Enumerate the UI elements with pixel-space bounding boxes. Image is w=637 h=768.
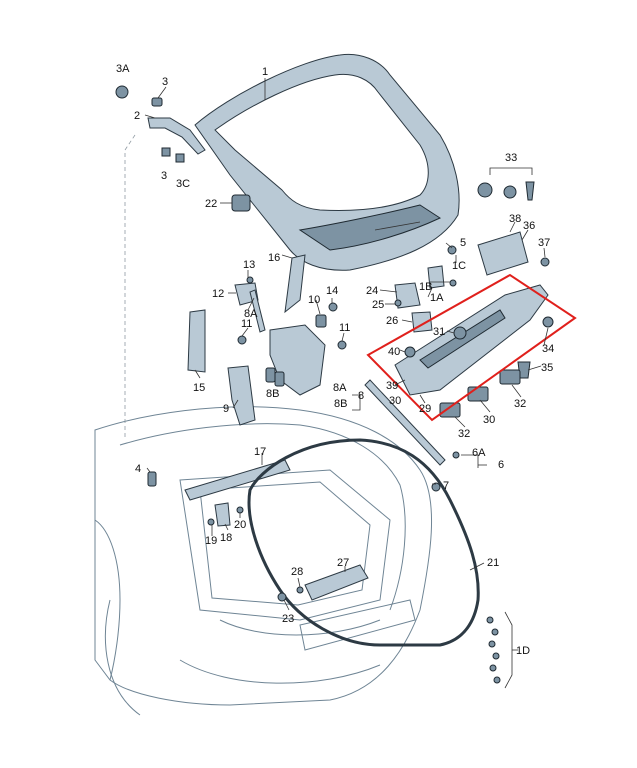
callout-37: 37 — [538, 237, 550, 249]
callout-36: 36 — [523, 220, 535, 232]
callout-40: 40 — [388, 346, 400, 358]
callout-22: 22 — [205, 198, 217, 210]
callout-29: 29 — [419, 403, 431, 415]
callout-38: 38 — [509, 213, 521, 225]
callout-1C: 1C — [452, 260, 466, 272]
latch-parts — [207, 502, 244, 527]
trim-cover-lower — [187, 309, 206, 373]
callout-8B-left: 8B — [266, 388, 279, 400]
highlighted-assembly — [394, 284, 554, 396]
part-1a — [427, 265, 445, 289]
callout-10: 10 — [308, 294, 320, 306]
bump-stop — [231, 194, 251, 212]
highlight-box — [366, 273, 577, 422]
tailgate — [194, 53, 460, 271]
callout-3C: 3C — [176, 178, 190, 190]
callout-9: 9 — [223, 403, 229, 415]
callout-1A: 1A — [430, 292, 444, 304]
phantom-line — [124, 134, 136, 440]
callout-3a: 3 — [162, 76, 168, 88]
callout-30a: 30 — [389, 395, 401, 407]
callout-15: 15 — [193, 382, 205, 394]
callout-8A-right: 8A — [333, 382, 347, 394]
callout-32b: 32 — [514, 398, 526, 410]
gas-strut-right — [364, 379, 446, 466]
callout-1B: 1B — [419, 281, 432, 293]
vehicle-body — [94, 406, 432, 716]
callout-30b: 30 — [483, 414, 495, 426]
callout-6A: 6A — [472, 447, 486, 459]
callout-39: 39 — [386, 380, 398, 392]
callout-18: 18 — [220, 532, 232, 544]
trim-cover-upper — [284, 254, 306, 314]
handle-part-9 — [227, 365, 256, 426]
callout-1: 1 — [262, 66, 268, 78]
callout-14: 14 — [326, 285, 338, 297]
lock-part-27 — [304, 564, 369, 601]
callout-27: 27 — [337, 557, 349, 569]
callout-4: 4 — [135, 463, 141, 475]
callout-25: 25 — [372, 299, 384, 311]
callout-6: 6 — [498, 459, 504, 471]
callout-31: 31 — [433, 326, 445, 338]
bolt-4 — [147, 471, 157, 487]
callout-17: 17 — [254, 446, 266, 458]
gas-strut-left — [249, 289, 266, 333]
callout-33: 33 — [505, 152, 517, 164]
callout-3A: 3A — [116, 63, 130, 75]
callout-1D: 1D — [516, 645, 530, 657]
callout-28: 28 — [291, 566, 303, 578]
callout-11a: 11 — [241, 318, 252, 330]
callout-labels: 1 2 3 3 3A 3C 22 16 13 12 8A 11 15 9 8B … — [116, 63, 554, 657]
callout-8A-top: 8A — [244, 308, 258, 320]
callout-8B-right: 8B — [334, 398, 347, 410]
license-plate-bracket — [477, 231, 529, 276]
hinge — [147, 117, 206, 155]
callout-23: 23 — [282, 613, 294, 625]
callout-35: 35 — [541, 362, 553, 374]
callout-19: 19 — [205, 535, 217, 547]
callout-3b: 3 — [161, 170, 167, 182]
callout-16: 16 — [268, 252, 280, 264]
callout-5: 5 — [460, 237, 466, 249]
bolts — [115, 85, 185, 163]
callout-7: 7 — [443, 480, 449, 492]
license-lights — [439, 369, 521, 418]
callout-26: 26 — [386, 315, 398, 327]
fastener-set-1d — [486, 611, 518, 689]
callout-20: 20 — [234, 519, 246, 531]
callout-11b: 11 — [339, 322, 350, 334]
callout-12: 12 — [212, 288, 224, 300]
weather-seal — [247, 438, 480, 647]
fastener-set-33 — [477, 167, 535, 201]
callout-2: 2 — [134, 110, 140, 122]
callout-8: 8 — [358, 390, 364, 402]
callout-24: 24 — [366, 285, 378, 297]
callout-32a: 32 — [458, 428, 470, 440]
leader-lines — [144, 78, 549, 611]
callout-13: 13 — [243, 259, 255, 271]
callout-34: 34 — [542, 343, 554, 355]
callout-21: 21 — [487, 557, 499, 569]
interior-trim-strip — [184, 459, 291, 501]
